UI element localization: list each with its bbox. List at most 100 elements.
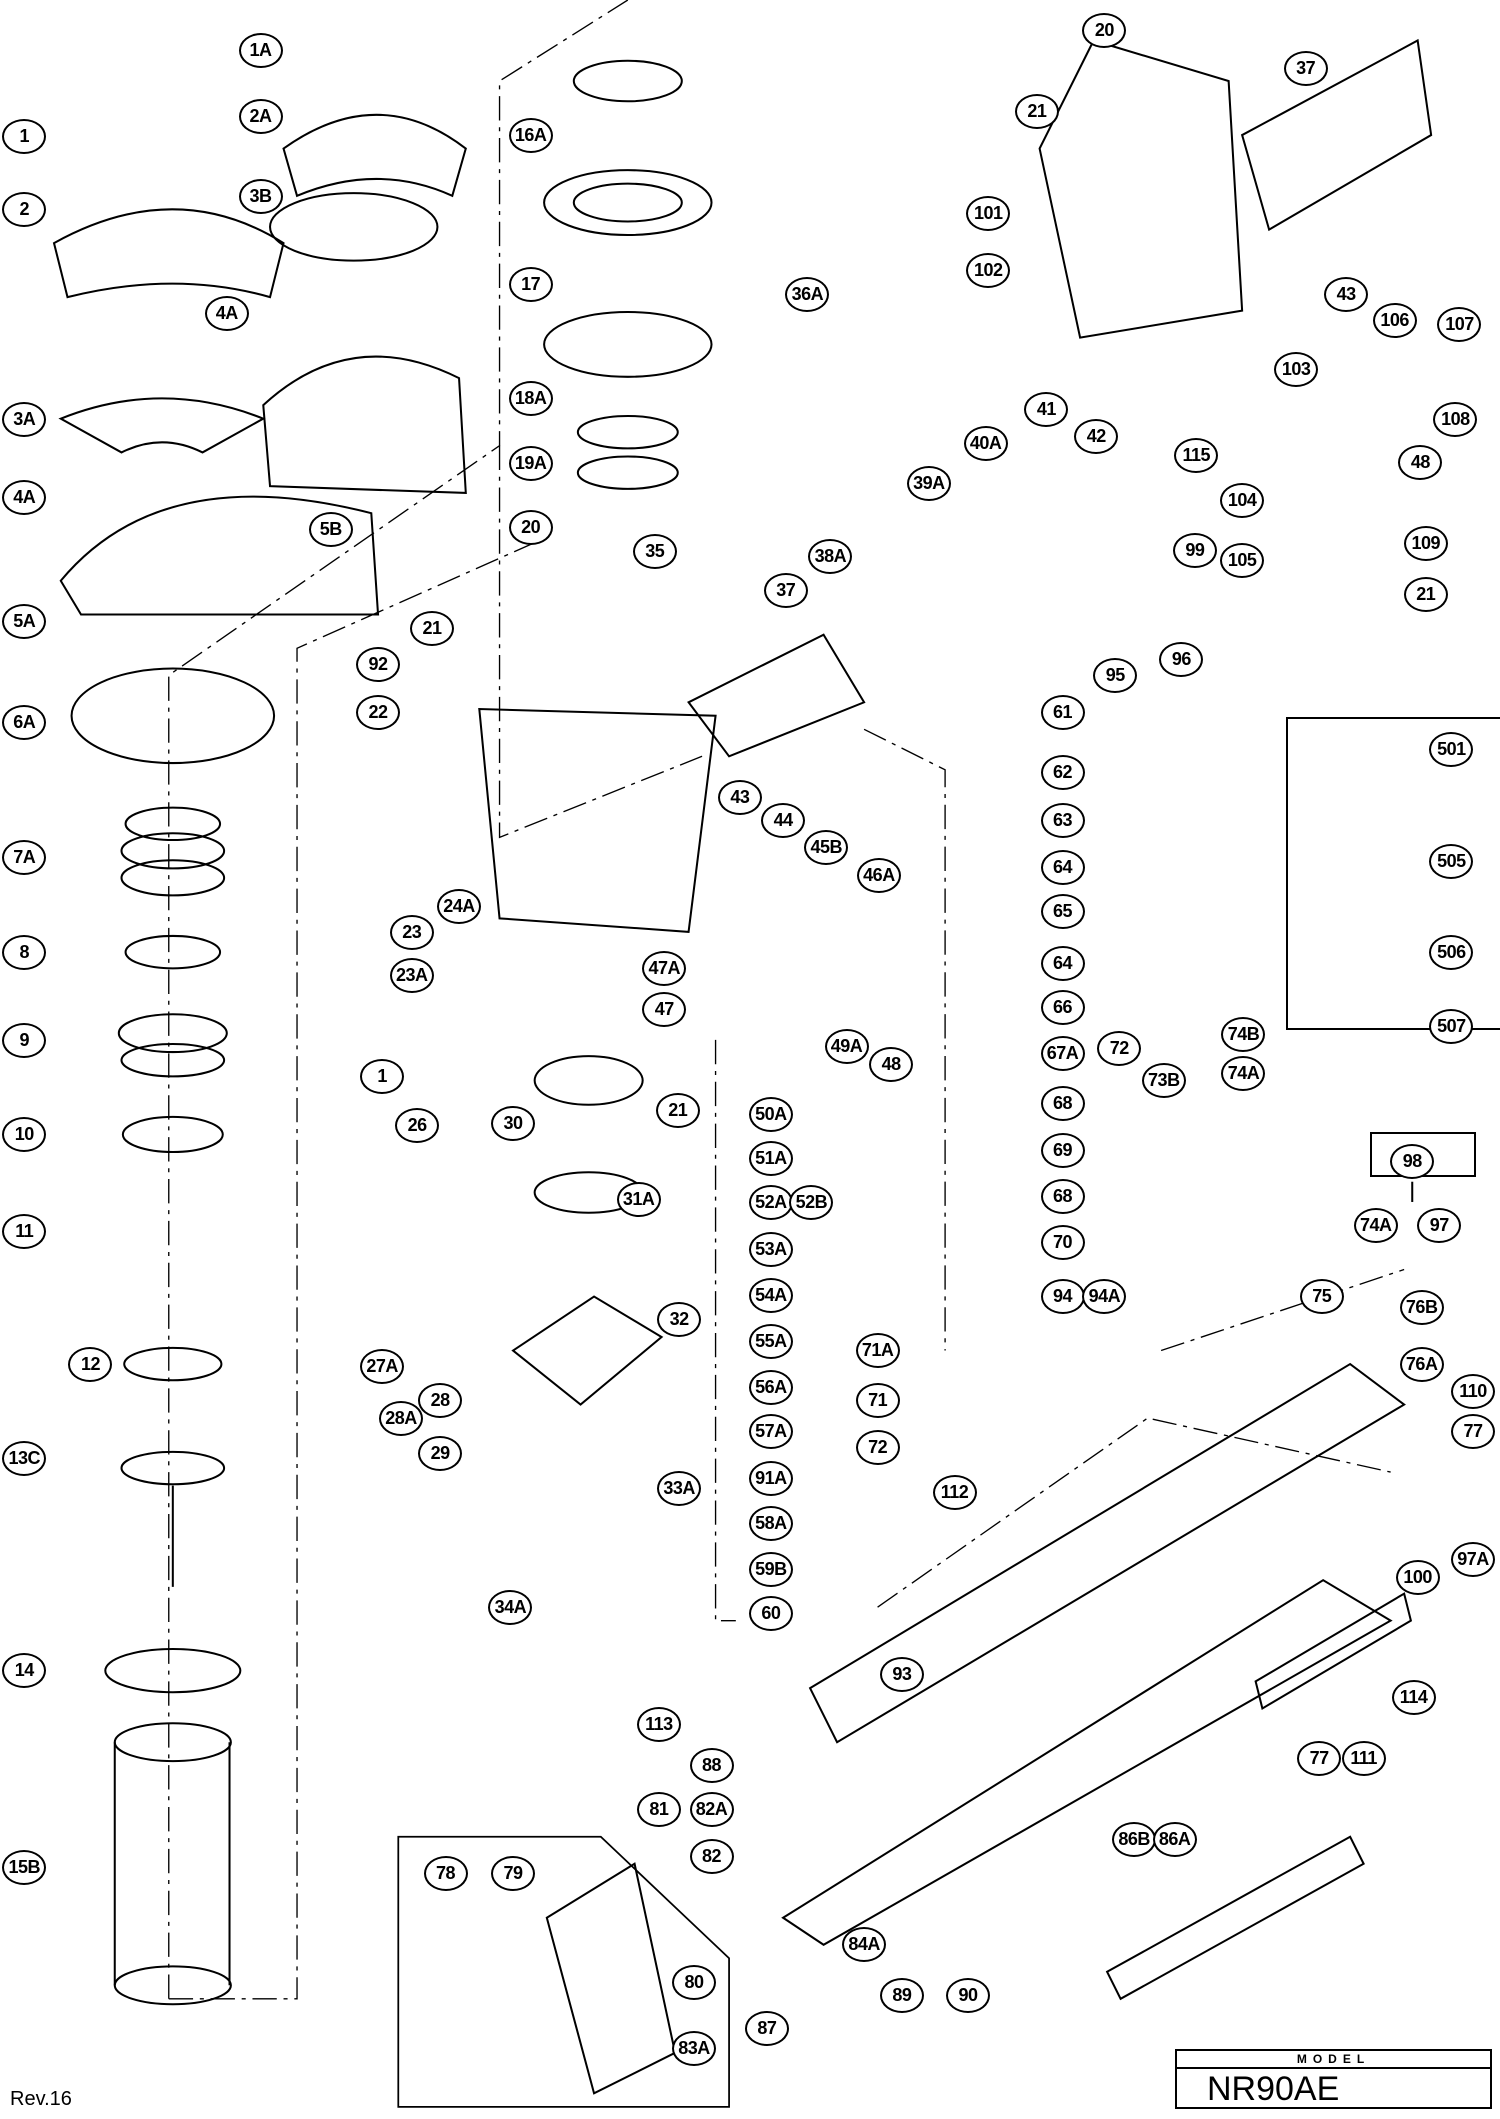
- part-callout-5b: 5B: [308, 512, 353, 548]
- part-callout-28a: 28A: [378, 1400, 423, 1436]
- part-callout-21: 21: [1403, 577, 1448, 613]
- part-callout-2: 2: [2, 192, 47, 228]
- part-callout-1: 1: [360, 1059, 405, 1095]
- part-callout-32: 32: [657, 1302, 702, 1338]
- part-callout-108: 108: [1433, 401, 1478, 437]
- part-callout-112: 112: [932, 1474, 977, 1510]
- part-callout-5a: 5A: [2, 604, 47, 640]
- part-callout-21: 21: [655, 1092, 700, 1128]
- part-callout-55a: 55A: [748, 1323, 793, 1359]
- part-callout-91a: 91A: [748, 1461, 793, 1497]
- part-callout-56a: 56A: [748, 1369, 793, 1405]
- part-callout-100: 100: [1395, 1559, 1440, 1595]
- part-callout-86b: 86B: [1112, 1821, 1157, 1857]
- part-callout-83a: 83A: [671, 2031, 716, 2067]
- part-callout-49a: 49A: [824, 1029, 869, 1065]
- part-callout-37: 37: [763, 573, 808, 608]
- part-callout-90: 90: [946, 1978, 991, 2014]
- part-callout-106: 106: [1372, 302, 1417, 338]
- part-callout-57a: 57A: [748, 1414, 793, 1450]
- part-callout-70: 70: [1040, 1225, 1085, 1261]
- part-callout-48: 48: [869, 1046, 914, 1082]
- part-callout-20: 20: [508, 509, 553, 545]
- part-callout-81: 81: [636, 1792, 681, 1828]
- part-callout-69: 69: [1040, 1133, 1085, 1169]
- part-callout-65: 65: [1040, 894, 1085, 930]
- part-callout-78: 78: [423, 1855, 468, 1891]
- part-callout-74a: 74A: [1221, 1056, 1266, 1092]
- part-callout-110: 110: [1450, 1373, 1495, 1409]
- part-callout-84a: 84A: [842, 1927, 887, 1963]
- part-callout-48: 48: [1398, 444, 1443, 480]
- part-callout-1a: 1A: [238, 32, 283, 68]
- part-callout-3a: 3A: [2, 401, 47, 437]
- part-callout-66: 66: [1040, 990, 1085, 1026]
- part-callout-62: 62: [1040, 755, 1085, 791]
- part-callout-75: 75: [1299, 1279, 1344, 1315]
- part-callout-15b: 15B: [2, 1850, 47, 1886]
- part-callout-14: 14: [2, 1653, 47, 1689]
- part-callout-13c: 13C: [2, 1441, 47, 1477]
- part-callout-79: 79: [491, 1855, 536, 1891]
- part-callout-109: 109: [1403, 525, 1448, 561]
- part-callout-37: 37: [1283, 50, 1328, 86]
- part-callout-34a: 34A: [488, 1589, 533, 1625]
- part-callout-97a: 97A: [1450, 1542, 1495, 1578]
- part-callout-47a: 47A: [642, 951, 687, 987]
- part-callout-46a: 46A: [856, 857, 901, 893]
- part-callout-60: 60: [748, 1596, 793, 1632]
- part-callout-52b: 52B: [789, 1184, 834, 1220]
- part-callout-64: 64: [1040, 945, 1085, 981]
- part-callout-54a: 54A: [748, 1277, 793, 1313]
- part-callout-7a: 7A: [2, 840, 47, 876]
- part-callout-35: 35: [632, 533, 677, 569]
- part-callout-73b: 73B: [1141, 1063, 1186, 1099]
- part-callout-72: 72: [855, 1430, 900, 1466]
- model-box: MODEL NR90AE: [1175, 2049, 1492, 2109]
- part-callout-2a: 2A: [238, 99, 283, 135]
- part-callout-12: 12: [68, 1346, 113, 1382]
- model-name: NR90AE: [1207, 2070, 1340, 2108]
- part-callout-88: 88: [689, 1747, 734, 1783]
- part-callout-507: 507: [1429, 1009, 1474, 1045]
- part-callout-27a: 27A: [360, 1349, 405, 1385]
- part-callout-99: 99: [1172, 532, 1217, 568]
- part-callout-33a: 33A: [657, 1470, 702, 1506]
- part-callout-111: 111: [1341, 1740, 1386, 1776]
- part-callout-68: 68: [1040, 1179, 1085, 1215]
- part-callout-94: 94: [1040, 1279, 1085, 1315]
- model-header: MODEL: [1177, 2051, 1490, 2069]
- part-callout-93: 93: [879, 1657, 924, 1693]
- part-callout-107: 107: [1437, 307, 1482, 343]
- part-callout-104: 104: [1220, 482, 1265, 518]
- part-callout-102: 102: [966, 253, 1011, 289]
- part-callout-67a: 67A: [1040, 1036, 1085, 1072]
- part-callout-39a: 39A: [906, 466, 951, 502]
- part-callout-21: 21: [410, 610, 455, 646]
- part-callout-26: 26: [395, 1107, 440, 1143]
- part-callout-19a: 19A: [508, 446, 553, 482]
- part-callout-23: 23: [389, 914, 434, 950]
- part-callout-21: 21: [1014, 93, 1059, 129]
- part-callout-28: 28: [418, 1383, 463, 1419]
- part-callout-97: 97: [1417, 1207, 1462, 1243]
- part-callout-6a: 6A: [2, 705, 47, 741]
- part-callout-16a: 16A: [508, 118, 553, 153]
- part-callout-45b: 45B: [804, 829, 849, 865]
- part-callout-98: 98: [1390, 1144, 1435, 1180]
- part-callout-24a: 24A: [437, 888, 482, 924]
- part-callout-20: 20: [1082, 12, 1127, 48]
- part-callout-1: 1: [2, 119, 47, 155]
- part-callout-80: 80: [671, 1964, 716, 2000]
- part-callout-82: 82: [689, 1839, 734, 1875]
- part-callout-9: 9: [2, 1022, 47, 1058]
- part-callout-115: 115: [1174, 437, 1219, 473]
- part-callout-74b: 74B: [1221, 1017, 1266, 1053]
- part-callout-23a: 23A: [389, 957, 434, 993]
- part-callout-105: 105: [1220, 543, 1265, 579]
- part-callout-4a: 4A: [204, 296, 249, 332]
- part-callout-64: 64: [1040, 849, 1085, 885]
- part-callout-94a: 94A: [1082, 1279, 1127, 1315]
